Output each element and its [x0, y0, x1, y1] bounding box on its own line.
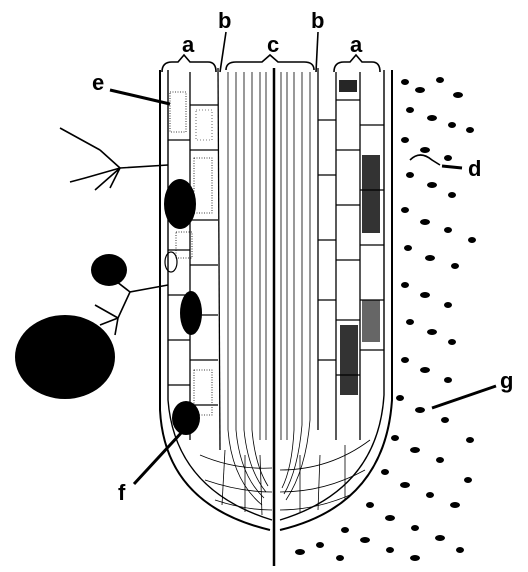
- label-a-left: a: [182, 32, 195, 57]
- label-a-right: a: [350, 32, 363, 57]
- leader-d: [442, 166, 462, 168]
- label-b-right: b: [311, 8, 324, 33]
- label-b-left: b: [218, 8, 231, 33]
- leader-f: [134, 432, 182, 484]
- label-f: f: [118, 480, 126, 505]
- right-root-inner-outline: [280, 70, 384, 520]
- bracket-c: [226, 55, 314, 70]
- label-c: c: [267, 32, 279, 57]
- left-stele-lines: [228, 72, 268, 505]
- label-brackets: [162, 32, 440, 165]
- bracket-a-right: [334, 55, 380, 72]
- right-stele-lines: [281, 72, 310, 500]
- external-hyphae: [60, 128, 168, 335]
- leader-g: [432, 386, 496, 408]
- soil-particles: [295, 77, 476, 561]
- bracket-d: [410, 155, 440, 165]
- label-d: d: [468, 156, 481, 181]
- label-e: e: [92, 70, 104, 95]
- label-g: g: [500, 368, 513, 393]
- bracket-a-left: [162, 55, 216, 72]
- leader-b-right: [316, 32, 318, 72]
- leader-b-left: [220, 32, 226, 72]
- right-root-cap: [280, 440, 370, 512]
- external-spores: [15, 254, 127, 399]
- left-spores: [164, 179, 202, 435]
